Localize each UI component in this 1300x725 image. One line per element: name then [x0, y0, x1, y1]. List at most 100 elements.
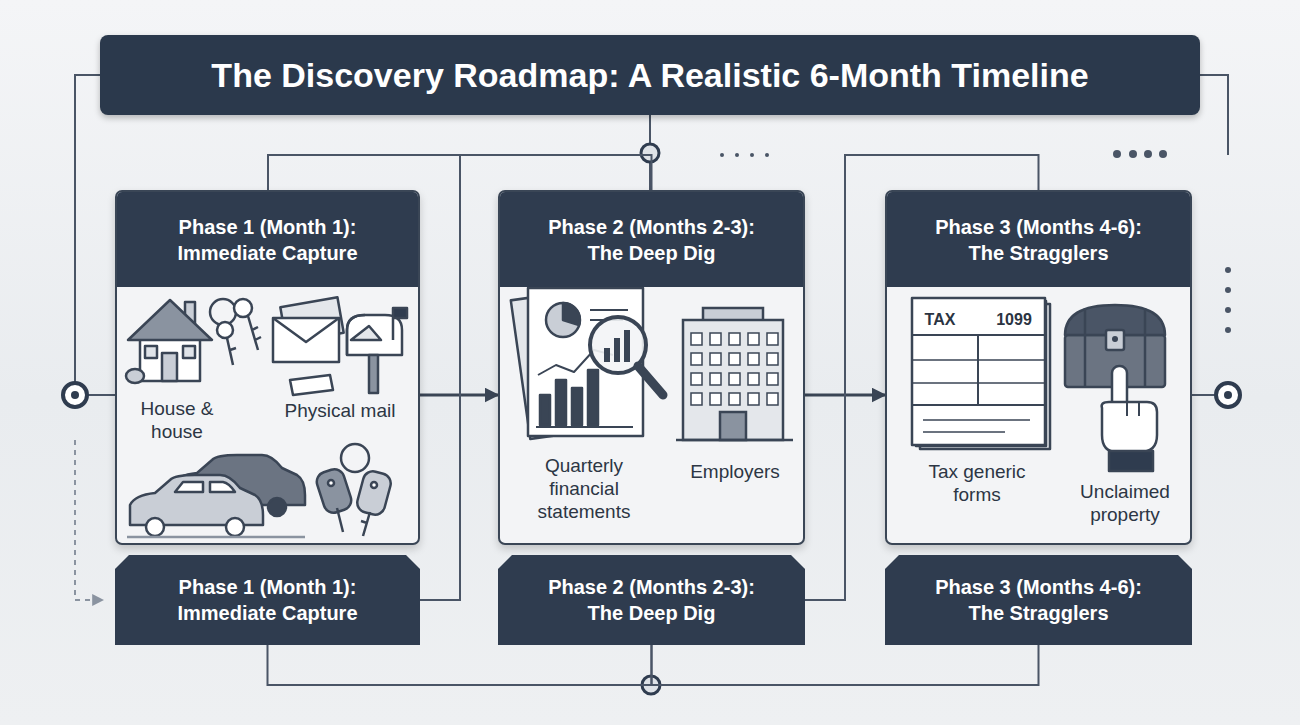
tax-form-icon: [923, 431, 1005, 433]
car-keys-icon: [371, 482, 377, 488]
statements-icon: [540, 395, 550, 425]
ribbon-heading: Phase 2 (Months 2-3): The Deep Dig: [498, 574, 805, 626]
frame-lines: [87, 394, 115, 396]
treasure-chest-icon: [1106, 330, 1124, 350]
statements-icon: [563, 303, 580, 325]
house-icon: [145, 346, 157, 358]
cars-icon: [127, 455, 305, 537]
phase-ribbon: Phase 2 (Months 2-3): The Deep Dig: [498, 555, 805, 645]
car-keys-icon: [314, 467, 354, 516]
dot-row: [735, 153, 739, 157]
tax-form-icon: [912, 382, 1045, 384]
tax-form-icon: [912, 404, 1045, 406]
phase-ribbon: Phase 1 (Month 1): Immediate Capture: [115, 555, 420, 645]
office-building-icon: [676, 308, 793, 440]
dot-row: [1129, 150, 1137, 158]
cars-icon: [268, 498, 286, 516]
house-icon: [126, 300, 212, 383]
statements-icon: [536, 426, 633, 428]
tax-form-icon: [923, 419, 1030, 421]
mail-icon: [273, 297, 407, 395]
junction-dot: [71, 391, 79, 399]
house-keys-icon: [248, 316, 261, 350]
magnifier-icon: [638, 366, 663, 395]
connector-line: [652, 645, 1039, 685]
car-keys-icon: [314, 444, 393, 536]
frame-lines: [268, 155, 641, 190]
house-keys-icon: [210, 299, 261, 365]
item-label: Employers: [675, 460, 795, 483]
phase-heading: Phase 1 (Month 1): Immediate Capture: [117, 192, 418, 287]
cars-icon: [175, 482, 235, 492]
dot-row: [765, 153, 769, 157]
tax-form-icon: [912, 359, 1045, 361]
dot-row: [1225, 287, 1231, 293]
phase-ribbon: Phase 3 (Months 4-6): The Stragglers: [885, 555, 1192, 645]
statements-icon: [590, 309, 628, 311]
form-label: TAX: [925, 311, 956, 329]
junction-dot: [641, 144, 659, 162]
mail-icon: [273, 318, 339, 362]
mail-icon: [273, 318, 339, 342]
dot-row: [750, 153, 754, 157]
dot-row: [1225, 307, 1231, 313]
mail-icon: [393, 308, 407, 340]
ribbon-heading: Phase 1 (Month 1): Immediate Capture: [115, 574, 420, 626]
frame-lines: [75, 75, 100, 383]
tax-form-icon: [912, 298, 1045, 445]
car-keys-icon: [361, 512, 370, 536]
title-bar: The Discovery Roadmap: A Realistic 6-Mon…: [100, 35, 1200, 115]
form-label: 1099: [996, 311, 1032, 329]
mail-icon: [290, 375, 333, 395]
car-keys-icon: [355, 469, 393, 517]
junction-dot: [1216, 383, 1240, 407]
car-keys-icon: [328, 480, 334, 486]
ribbon-heading: Phase 3 (Months 4-6): The Stragglers: [885, 574, 1192, 626]
office-building-icon: [676, 439, 793, 442]
junction-dot: [63, 383, 87, 407]
car-keys-icon: [341, 444, 369, 472]
magnifier-icon: [614, 338, 620, 362]
tax-form-icon: [912, 298, 1050, 449]
treasure-chest-icon: [1144, 308, 1147, 387]
phase-heading: Phase 3 (Months 4-6): The Stragglers: [887, 192, 1190, 287]
statements-icon: [572, 388, 582, 425]
dot-row: [1144, 150, 1152, 158]
house-icon: [162, 353, 177, 381]
tax-form-icon: [977, 335, 979, 405]
dot-row: [1225, 267, 1231, 273]
statements-icon: [546, 303, 580, 337]
magnifier-icon: [624, 330, 630, 362]
house-icon: [140, 335, 200, 381]
mail-icon: [369, 355, 378, 393]
statements-icon: [528, 288, 643, 436]
cars-icon: [127, 536, 305, 539]
office-building-icon: [686, 328, 780, 408]
statements-icon: [588, 370, 598, 425]
cars-icon: [130, 475, 263, 525]
pointing-hand-icon: [1127, 403, 1139, 416]
phase-panel: Phase 2 (Months 2-3): The Deep DigQuarte…: [498, 190, 805, 545]
phase-heading: Phase 2 (Months 2-3): The Deep Dig: [500, 192, 803, 287]
treasure-chest-icon: [1112, 336, 1118, 342]
phase-panel: Phase 1 (Month 1): Immediate CaptureHous…: [115, 190, 420, 545]
dashed-leader: [75, 440, 103, 600]
house-keys-icon: [227, 338, 236, 365]
pointing-hand-icon: [1102, 366, 1157, 471]
frame-lines: [649, 115, 651, 144]
statements-icon: [556, 380, 566, 425]
item-label: Unclaimed property: [1060, 480, 1190, 526]
junction-dot: [1224, 391, 1232, 399]
cars-icon: [226, 518, 244, 536]
cars-icon: [146, 518, 164, 536]
house-keys-icon: [217, 322, 233, 338]
mail-icon: [351, 326, 381, 340]
house-keys-icon: [234, 299, 252, 317]
item-label: Quarterly financial statements: [509, 454, 659, 524]
dot-row: [720, 153, 724, 157]
car-keys-icon: [337, 508, 343, 532]
dot-row: [1225, 327, 1231, 333]
frame-lines: [1200, 75, 1228, 155]
magnifier-icon: [604, 348, 610, 362]
